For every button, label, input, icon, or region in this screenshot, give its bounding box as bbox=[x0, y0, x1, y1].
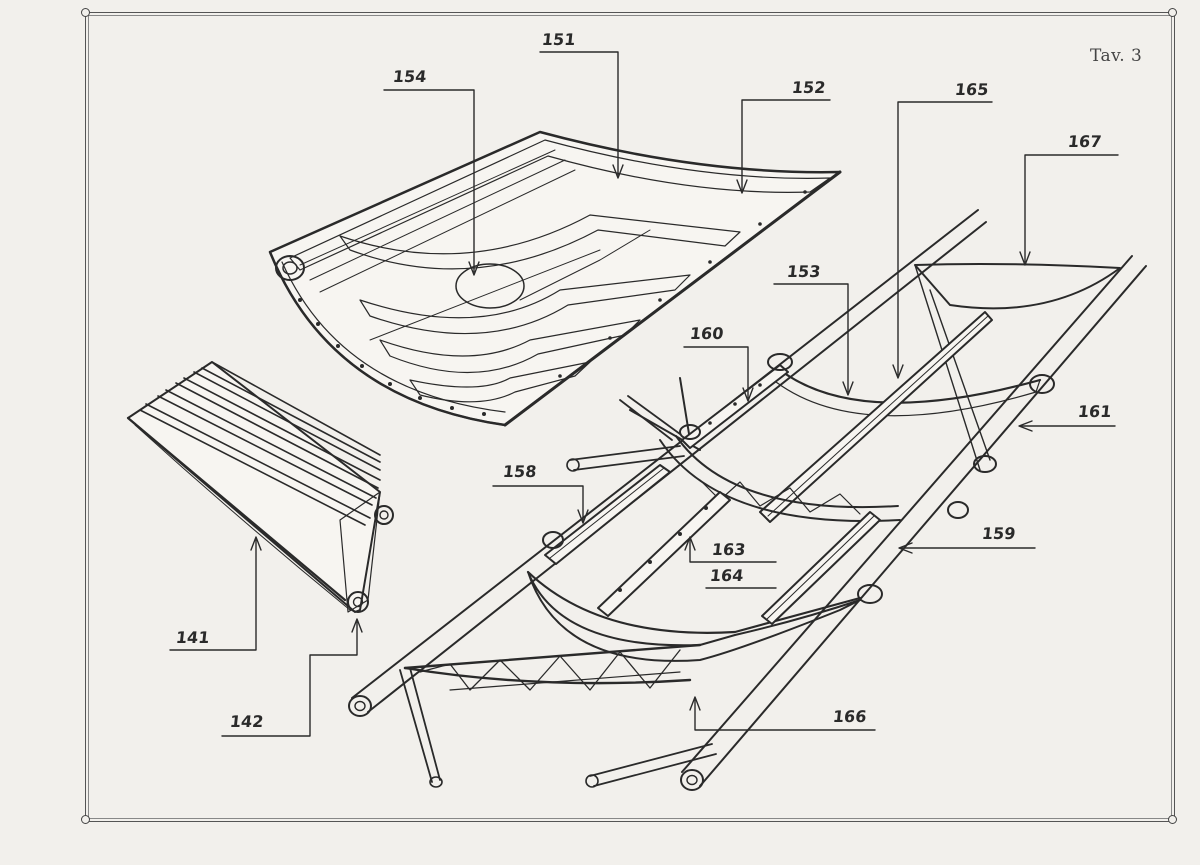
callout-166: 166 bbox=[832, 707, 868, 726]
callout-151: 151 bbox=[541, 30, 577, 49]
fuselage-frame-structure bbox=[348, 209, 1147, 791]
callout-161: 161 bbox=[1077, 402, 1113, 421]
callout-154: 154 bbox=[392, 67, 428, 86]
callout-141: 141 bbox=[175, 628, 211, 647]
longeron-tube bbox=[348, 209, 987, 717]
callout-164: 164 bbox=[709, 566, 745, 585]
frame-167 bbox=[914, 263, 1121, 310]
longeron-tube bbox=[680, 255, 1147, 791]
inspection-plate bbox=[455, 263, 525, 309]
callout-165: 165 bbox=[954, 80, 990, 99]
hinge-fitting bbox=[347, 591, 369, 613]
corner-mark bbox=[81, 815, 90, 824]
corner-mark bbox=[1168, 8, 1177, 17]
callout-158: 158 bbox=[502, 462, 538, 481]
channel-member bbox=[544, 464, 671, 565]
corner-mark bbox=[81, 8, 90, 17]
callout-163: 163 bbox=[711, 540, 747, 559]
plate-border bbox=[85, 12, 1175, 822]
channel-member bbox=[597, 491, 731, 617]
callout-167: 167 bbox=[1067, 132, 1103, 151]
plate-inner-border bbox=[88, 15, 1172, 819]
channel-member bbox=[761, 511, 881, 625]
callout-152: 152 bbox=[791, 78, 827, 97]
hinge-fitting bbox=[374, 505, 394, 525]
tube-clamp bbox=[542, 353, 1055, 604]
callout-160: 160 bbox=[689, 324, 725, 343]
callout-159: 159 bbox=[981, 524, 1017, 543]
corner-mark bbox=[1168, 815, 1177, 824]
rivet-row bbox=[298, 190, 807, 416]
callout-153: 153 bbox=[786, 262, 822, 281]
plate-number: Tav. 3 bbox=[1090, 46, 1143, 66]
bottom-panel-166 bbox=[527, 571, 861, 662]
callout-142: 142 bbox=[229, 712, 265, 731]
leader-lines bbox=[169, 51, 1119, 737]
corrugated-panel bbox=[126, 361, 394, 613]
curved-floor-panel bbox=[268, 130, 842, 427]
